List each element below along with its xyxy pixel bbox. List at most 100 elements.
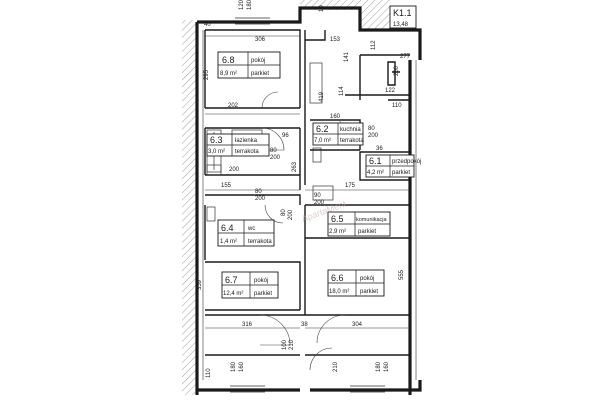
dimension-labels: 120 180 40 306 10 153 141 112 277 295 20… [197,0,411,378]
room-floor: parkiet [360,289,378,295]
window-bottom-right [350,385,385,393]
dim-text: 160 [384,361,390,372]
room-area: 8,9 m² [220,71,237,77]
room-name: pokój [251,58,265,64]
dim-text: 110 [392,103,402,109]
room-id: 6.1 [369,156,382,166]
dim-text: 141 [344,51,350,62]
dim-text: 180 [231,361,237,372]
section-marker-value: 13,48 [393,22,409,28]
room-area: 2,9 m² [329,229,346,235]
dim-text: 555 [399,269,405,280]
dim-text: 277 [400,54,411,60]
dim-text: 38 [301,322,308,328]
door-arc-room67 [259,314,291,346]
door-arc-room66 [316,314,346,344]
dim-text: 180 [247,0,253,10]
door-arc-wc [264,204,284,224]
dim-text: 80 [270,148,277,154]
room-floor: parkiet [358,229,376,235]
room-name: pokój [360,276,374,282]
dim-text: 210 [289,339,295,350]
room-id: 6.4 [221,223,234,233]
dim-text: 122 [385,88,396,94]
room-floor: terrakota [340,138,364,144]
kitchen-cabinet [309,62,323,104]
room-name: łazienka [235,138,258,144]
dim-text: 96 [282,133,289,139]
interior-walls [204,29,411,356]
room-label-6-4: 6.4 wc 1,4 m² terrakota [217,219,275,247]
room-floor: parkiet [254,291,272,297]
dim-text: 263 [292,161,298,172]
room-area: 1,4 m² [220,239,237,245]
room-area: 12,4 m² [223,291,243,297]
room-label-6-3: 6.3 łazienka 3,0 m² terrakota [206,133,270,157]
door-arc-bathroom [261,127,285,151]
dim-text: 316 [242,322,253,328]
room-id: 6.6 [331,273,344,283]
room-name: kuchnia [340,127,361,133]
exterior-wall-right-hatch [360,0,390,30]
dim-text: 306 [255,37,266,43]
dim-text: 112 [371,40,377,50]
dim-text: 155 [221,183,232,189]
room-area: 7,0 m² [314,138,331,144]
room-id: 6.8 [222,55,235,65]
dim-text: 200 [314,200,325,206]
room-floor: parkiet [392,170,410,176]
section-marker-label: K1.1 [393,8,412,18]
dim-text: 200 [288,209,294,220]
dim-text: 120 [239,0,245,10]
room-name: wc [247,226,255,232]
dim-text: 40 [204,22,211,28]
dim-text: 100 [282,339,288,350]
dim-text: 80 [255,189,262,195]
room-floor: parkiet [251,71,269,77]
exterior-wall-left-hatch [182,20,196,395]
window-bottom-left [230,385,265,393]
sink-fixture [206,164,222,176]
section-marker: K1.1 13,48 [389,5,417,29]
dim-text: 200 [255,196,266,202]
dim-text: 80 [281,209,287,216]
dim-text: 295 [204,69,210,80]
shaft-box-2 [312,185,334,201]
room-area: 18,0 m² [329,289,349,295]
room-area: 4,2 m² [367,170,384,176]
room-id: 6.2 [316,124,329,134]
dim-text: 36 [376,146,383,152]
dim-text: 160 [330,114,341,120]
dim-text: 200 [394,65,400,76]
dim-text: 80 [368,126,375,132]
dim-text: 10 [319,5,325,12]
dim-text: 153 [330,37,341,43]
room-id: 6.5 [331,214,344,224]
stair-notch [387,61,410,101]
dim-text: 210 [333,361,339,372]
room-name: komunikacja [356,217,388,223]
dim-text: 200 [368,133,379,139]
room-label-6-8: 6.8 pokój 8,9 m² parkiet [217,51,281,79]
dim-text: 114 [339,86,345,96]
room-floor: terrakota [235,149,259,155]
room-label-6-1: 6.1 przedpokój 4,2 m² parkiet [365,154,421,178]
dim-text: 180 [376,361,382,372]
dim-text: 110 [206,368,212,378]
dim-text: 200 [229,167,240,173]
room-id: 6.3 [210,135,223,145]
room-floor: terrakota [248,239,272,245]
room-label-6-5: 6.5 komunikacja 2,9 m² parkiet [327,211,391,237]
shaft-box [312,147,322,163]
dim-text: 200 [270,155,281,161]
dim-text: 175 [345,183,356,189]
room-name: pokój [254,278,268,284]
wc-toilet [206,206,216,222]
dim-text: 160 [239,361,245,372]
dim-text: 359 [197,279,203,290]
dim-text: 90 [314,193,321,199]
dim-text: 202 [228,103,239,109]
room-label-6-2: 6.2 kuchnia 7,0 m² terrakota [312,122,364,146]
dim-text: 419 [319,91,325,102]
